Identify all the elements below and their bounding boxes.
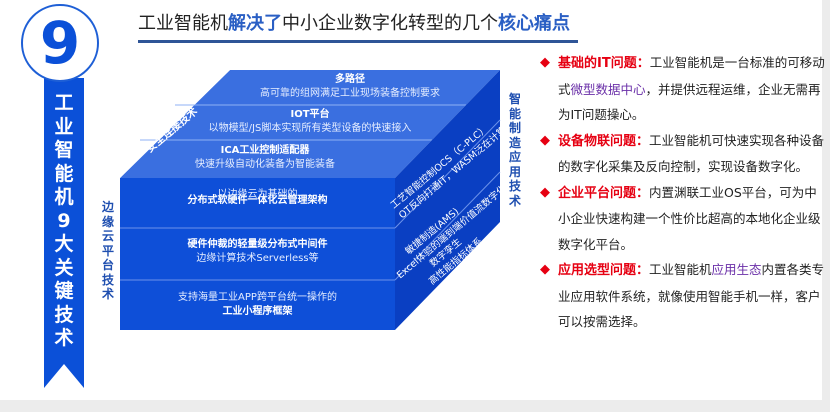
label-char: 技 xyxy=(508,179,521,193)
label-char: 术 xyxy=(508,193,521,208)
ribbon-char: 机 xyxy=(54,186,74,208)
ribbon-char: 术 xyxy=(54,327,74,349)
layer-heading: IOT平台 xyxy=(290,109,330,120)
point-heading: 基础的IT问题： xyxy=(558,56,650,71)
layer-heading: ICA工业控制适配器 xyxy=(220,145,310,156)
front-layer-2: 硬件仲裁的轻量级分布式中间件 边缘计算技术Serverless等 xyxy=(120,238,395,266)
pain-points-list: ◆ 基础的IT问题：工业智能机是一台标准的可移动式微型数据中心，并提供远程运维，… xyxy=(540,50,825,335)
page-title: 工业智能机解决了中小企业数字化转型的几个核心痛点 xyxy=(138,9,570,35)
ribbon-char: 键 xyxy=(54,280,74,302)
ribbon-char: 关 xyxy=(54,256,74,279)
cube-front-face xyxy=(120,178,395,330)
label-char: 台 xyxy=(101,258,114,272)
top-layer-3: ICA工业控制适配器 快速升级自动化装备为智能装备 xyxy=(150,144,380,172)
layer-heading: 硬件仲裁的轻量级分布式中间件 xyxy=(187,239,328,250)
title-part: 中小企业数字化转型的几个 xyxy=(282,13,498,34)
ribbon-title: 工 业 智 能 机 9 大 关 键 技 术 xyxy=(44,92,84,351)
label-char: 造 xyxy=(508,135,521,150)
pain-point-iot: ◆ 设备物联问题：工业智能机可快速实现各种设备的数字化采集及反向控制，实现设备数… xyxy=(540,128,825,180)
title-part: 工业智能机 xyxy=(138,13,228,34)
layer-desc: 高可靠的组网满足工业现场装备控制要求 xyxy=(260,88,440,99)
top-layer-1: 多路径 高可靠的组网满足工业现场装备控制要求 xyxy=(240,73,460,101)
ribbon-char: 9 xyxy=(57,209,71,232)
title-highlight: 解决了 xyxy=(228,13,282,34)
label-char: 制 xyxy=(508,121,521,135)
point-highlight: 应用生态 xyxy=(711,262,762,277)
title-underline xyxy=(138,40,578,43)
layer-desc: 支持海量工业APP跨平台统一操作的 xyxy=(178,292,337,303)
number-badge: 9 xyxy=(21,4,99,82)
point-highlight: 微型数据中心 xyxy=(570,81,646,97)
badge-number: 9 xyxy=(39,9,81,77)
label-char: 用 xyxy=(508,164,521,179)
point-heading: 应用选型问题： xyxy=(558,263,650,278)
layer-heading: 工业小程序框架 xyxy=(222,306,293,317)
top-layer-2: IOT平台 以物模型/JS脚本实现所有类型设备的快速接入 xyxy=(190,108,430,136)
diamond-bullet-icon: ◆ xyxy=(540,132,550,148)
diamond-bullet-icon: ◆ xyxy=(540,184,550,200)
label-char: 边 xyxy=(101,200,114,214)
slide: 9 工 业 智 能 机 9 大 关 键 技 术 工业智能机解决了中小企业数字化转… xyxy=(0,0,825,400)
layer-desc: 以边缘云为基础的 xyxy=(217,189,298,200)
cube-side-face xyxy=(395,70,500,330)
label-char: 能 xyxy=(508,106,521,121)
label-char: 缘 xyxy=(101,214,114,229)
layer-heading: 分布式软硬件一体化云管理架构 xyxy=(187,195,328,206)
point-text: 内置各类专业应用软件系统，就像使用智能手机一样，客户可以按需选择。 xyxy=(558,262,825,329)
ribbon-notch xyxy=(44,364,84,388)
point-text: 内置渊联工业OS平台，可为中小企业快速构建一个性价比超高的本地化企业级数字化平台… xyxy=(558,184,821,252)
ribbon-banner xyxy=(44,78,84,388)
point-text: 工业智能机可快速实现各种设备的数字化采集及反向控制，实现设备数字化。 xyxy=(558,132,825,175)
diamond-bullet-icon: ◆ xyxy=(540,262,550,277)
front-layer-3: 支持海量工业APP跨平台统一操作的 工业小程序框架 xyxy=(120,291,395,319)
ribbon-char: 技 xyxy=(54,303,74,326)
front-layer-1: 以边缘云为基础的 分布式软硬件一体化云管理架构 xyxy=(120,189,395,208)
layer-desc: 边缘计算技术Serverless等 xyxy=(196,253,319,264)
layer-desc: 以物模型/JS脚本实现所有类型设备的快速接入 xyxy=(208,123,412,134)
label-char: 云 xyxy=(101,229,114,243)
label-char: 智 xyxy=(508,92,521,106)
point-text: 工业智能机 xyxy=(649,262,712,277)
point-heading: 设备物联问题： xyxy=(558,133,650,149)
label-char: 应 xyxy=(508,150,521,164)
pain-point-it: ◆ 基础的IT问题：工业智能机是一台标准的可移动式微型数据中心，并提供远程运维，… xyxy=(540,50,825,128)
diamond-bullet-icon: ◆ xyxy=(540,55,550,70)
ribbon-char: 能 xyxy=(54,162,74,185)
label-char: 技 xyxy=(101,272,114,287)
pain-point-apps: ◆ 应用选型问题：工业智能机应用生态内置各类专业应用软件系统，就像使用智能手机一… xyxy=(540,257,825,335)
title-highlight: 核心痛点 xyxy=(498,13,570,34)
edge-cloud-label: 边 缘 云 平 台 技 术 xyxy=(101,200,115,302)
layer-desc: 快速升级自动化装备为智能装备 xyxy=(195,159,335,170)
layer-heading: 多路径 xyxy=(335,74,365,85)
ribbon-char: 大 xyxy=(54,233,74,255)
point-text: 工业智能机是一台标准的可移动式 xyxy=(558,55,825,97)
point-heading: 企业平台问题： xyxy=(558,185,650,201)
smart-manufacturing-label: 智 能 制 造 应 用 技 术 xyxy=(508,92,522,208)
cube-top-face xyxy=(120,70,500,178)
ribbon-char: 业 xyxy=(54,115,74,138)
ribbon-char: 工 xyxy=(54,92,74,114)
label-char: 术 xyxy=(101,287,114,301)
point-text: ，并提供远程运维，企业无需再为IT问题操心。 xyxy=(558,81,821,123)
pain-point-platform: ◆ 企业平台问题：内置渊联工业OS平台，可为中小企业快速构建一个性价比超高的本地… xyxy=(540,180,825,258)
ribbon-char: 智 xyxy=(54,139,74,161)
label-char: 平 xyxy=(101,243,114,258)
